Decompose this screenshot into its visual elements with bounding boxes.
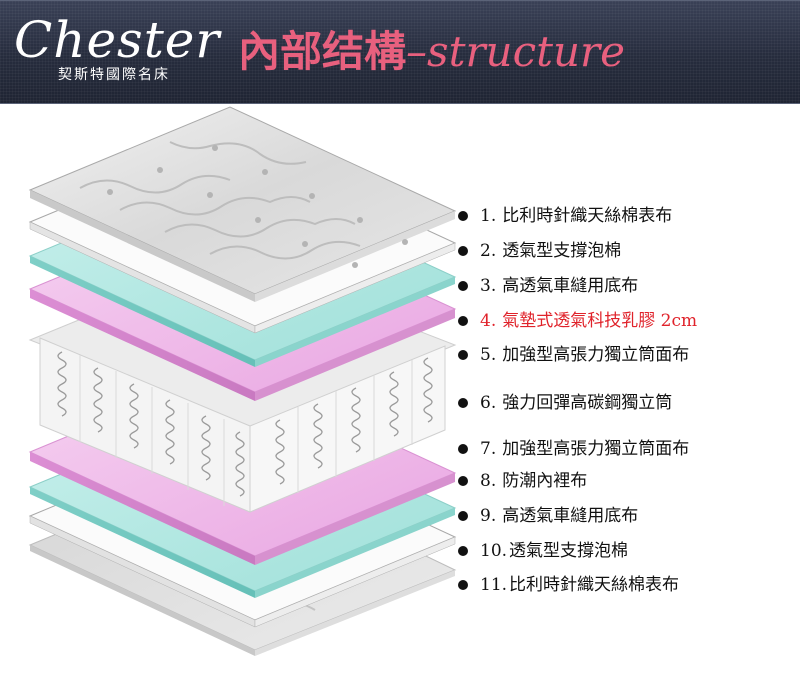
bullet-icon — [458, 349, 468, 360]
label-text: 防潮內裡布 — [502, 471, 588, 491]
label-number: 5. — [480, 345, 497, 365]
label-number: 2. — [480, 241, 497, 261]
bullet-icon — [458, 475, 468, 486]
label-text: 透氣型支撐泡棉 — [502, 241, 622, 261]
layer-label-8: 8.防潮內裡布 — [458, 469, 587, 493]
label-number: 7. — [480, 439, 497, 459]
label-number: 1. — [480, 206, 497, 226]
label-text: 加強型高張力獨立筒面布 — [502, 439, 690, 459]
label-text: 透氣型支撐泡棉 — [509, 541, 629, 561]
title-english: structure — [427, 27, 625, 76]
page-title: 內部结構–structure — [238, 22, 625, 82]
layer-1-top-cover — [28, 106, 457, 302]
header-bottom-edge — [0, 103, 800, 104]
label-text: 比利時針織天絲棉表布 — [502, 206, 673, 226]
label-text: 比利時針織天絲棉表布 — [509, 575, 680, 595]
header-banner: Chester 契斯特國際名床 內部结構–structure — [0, 0, 800, 104]
layer-label-9: 9.高透氣車縫用底布 — [458, 504, 638, 528]
brand-subtitle: 契斯特國際名床 — [58, 67, 170, 83]
bullet-icon — [458, 210, 468, 221]
header-top-edge — [0, 0, 800, 1]
bullet-icon — [458, 545, 468, 556]
layer-label-5: 5.加強型高張力獨立筒面布 — [458, 343, 689, 367]
bullet-icon — [458, 245, 468, 256]
label-text: 氣墊式透氣科技乳膠 2cm — [502, 311, 698, 331]
title-separator: – — [406, 27, 428, 76]
bullet-icon — [458, 397, 468, 408]
layer-label-6: 6.強力回彈高碳鋼獨立筒 — [458, 391, 672, 415]
bullet-icon — [458, 443, 468, 454]
label-number: 6. — [480, 393, 497, 413]
label-text: 強力回彈高碳鋼獨立筒 — [502, 393, 673, 413]
label-text: 高透氣車縫用底布 — [502, 276, 639, 296]
label-number: 4. — [480, 311, 497, 331]
bullet-icon — [458, 579, 468, 590]
label-number: 9. — [480, 506, 497, 526]
label-text: 高透氣車縫用底布 — [502, 506, 639, 526]
layer-label-4: 4.氣墊式透氣科技乳膠 2cm — [458, 309, 697, 333]
label-number: 10. — [480, 541, 508, 561]
bullet-icon — [458, 510, 468, 521]
mattress-diagram — [28, 106, 457, 656]
title-chinese: 內部结構 — [238, 27, 407, 76]
layer-label-3: 3.高透氣車縫用底布 — [458, 274, 638, 298]
label-number: 11. — [480, 575, 508, 595]
label-number: 8. — [480, 471, 497, 491]
bullet-icon — [458, 280, 468, 291]
layer-label-1: 1.比利時針織天絲棉表布 — [458, 204, 672, 228]
bullet-icon — [458, 315, 468, 326]
layer-label-2: 2.透氣型支撐泡棉 — [458, 239, 621, 263]
label-number: 3. — [480, 276, 497, 296]
label-text: 加強型高張力獨立筒面布 — [502, 345, 690, 365]
layer-label-10: 10.透氣型支撐泡棉 — [458, 539, 628, 563]
brand-logo-text: Chester — [14, 11, 221, 69]
layer-label-11: 11.比利時針織天絲棉表布 — [458, 573, 679, 597]
layer-label-7: 7.加強型高張力獨立筒面布 — [458, 437, 689, 461]
